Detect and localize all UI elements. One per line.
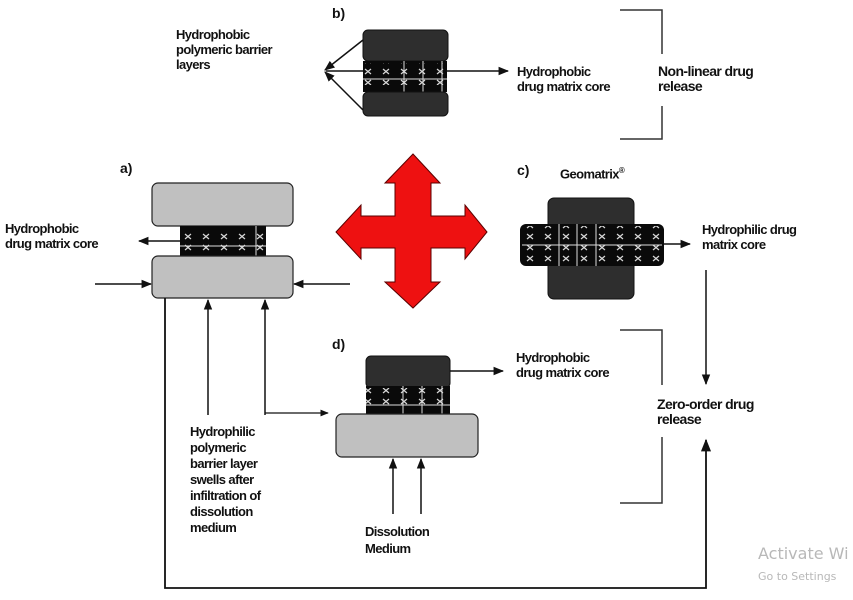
panel-d-tag: d) — [332, 336, 346, 352]
panel-b-barrier-label: Hydrophobic polymeric barrier layers — [176, 27, 273, 72]
panel-c-tag: c) — [517, 162, 530, 178]
drug-core-a — [180, 226, 266, 257]
panel-c-product-name: Geomatrix® — [560, 163, 625, 182]
connector-bottom-loop — [164, 298, 712, 589]
hydrophobic-bottom-layer — [362, 91, 449, 117]
panel-a — [95, 182, 712, 589]
panel-d-core-label: Hydrophobic drug matrix core — [516, 350, 610, 380]
panel-c — [520, 197, 711, 386]
bracket-zero-bottom — [620, 437, 663, 504]
panel-b-tag: b) — [332, 5, 346, 21]
bracket-zero-top — [620, 329, 663, 385]
drug-core-c — [520, 224, 664, 266]
panel-a-tag: a) — [120, 160, 133, 176]
hydrophilic-top-layer — [151, 182, 294, 227]
settings-watermark[interactable]: Go to Settings — [758, 570, 837, 583]
hydrophobic-top-layer — [362, 29, 449, 62]
hydrophilic-bottom-layer-d — [335, 413, 479, 458]
panel-b-core-label: Hydrophobic drug matrix core — [517, 64, 611, 94]
drug-core-b — [363, 61, 447, 92]
panel-a-barrier-label: Hydrophilic polymeric barrier layer swel… — [190, 424, 261, 535]
hydrophobic-top-layer-d — [365, 355, 451, 389]
nonlinear-release-label: Non-linear drug release — [658, 63, 754, 94]
drug-core-d — [366, 386, 450, 414]
product-name: Geomatrix — [560, 166, 620, 182]
pointer-bottom — [324, 71, 364, 111]
panel-c-core-label: Hydrophilic drug matrix core — [702, 222, 797, 252]
bracket-nonlinear-bottom — [620, 106, 663, 140]
dissolution-medium-label: Dissolution Medium — [365, 524, 430, 556]
four-way-arrow-icon — [335, 153, 488, 309]
panel-a-core-label: Hydrophobic drug matrix core — [5, 221, 99, 251]
panel-d — [335, 355, 505, 514]
pointer-top — [324, 39, 364, 71]
activation-watermark: Activate Wi — [758, 544, 849, 563]
hydrophilic-bottom-layer — [151, 255, 294, 299]
registered-mark: ® — [618, 166, 625, 175]
zero-order-release-label: Zero-order drug release — [657, 396, 754, 427]
bracket-nonlinear-top — [620, 9, 663, 54]
panel-b — [324, 29, 510, 117]
